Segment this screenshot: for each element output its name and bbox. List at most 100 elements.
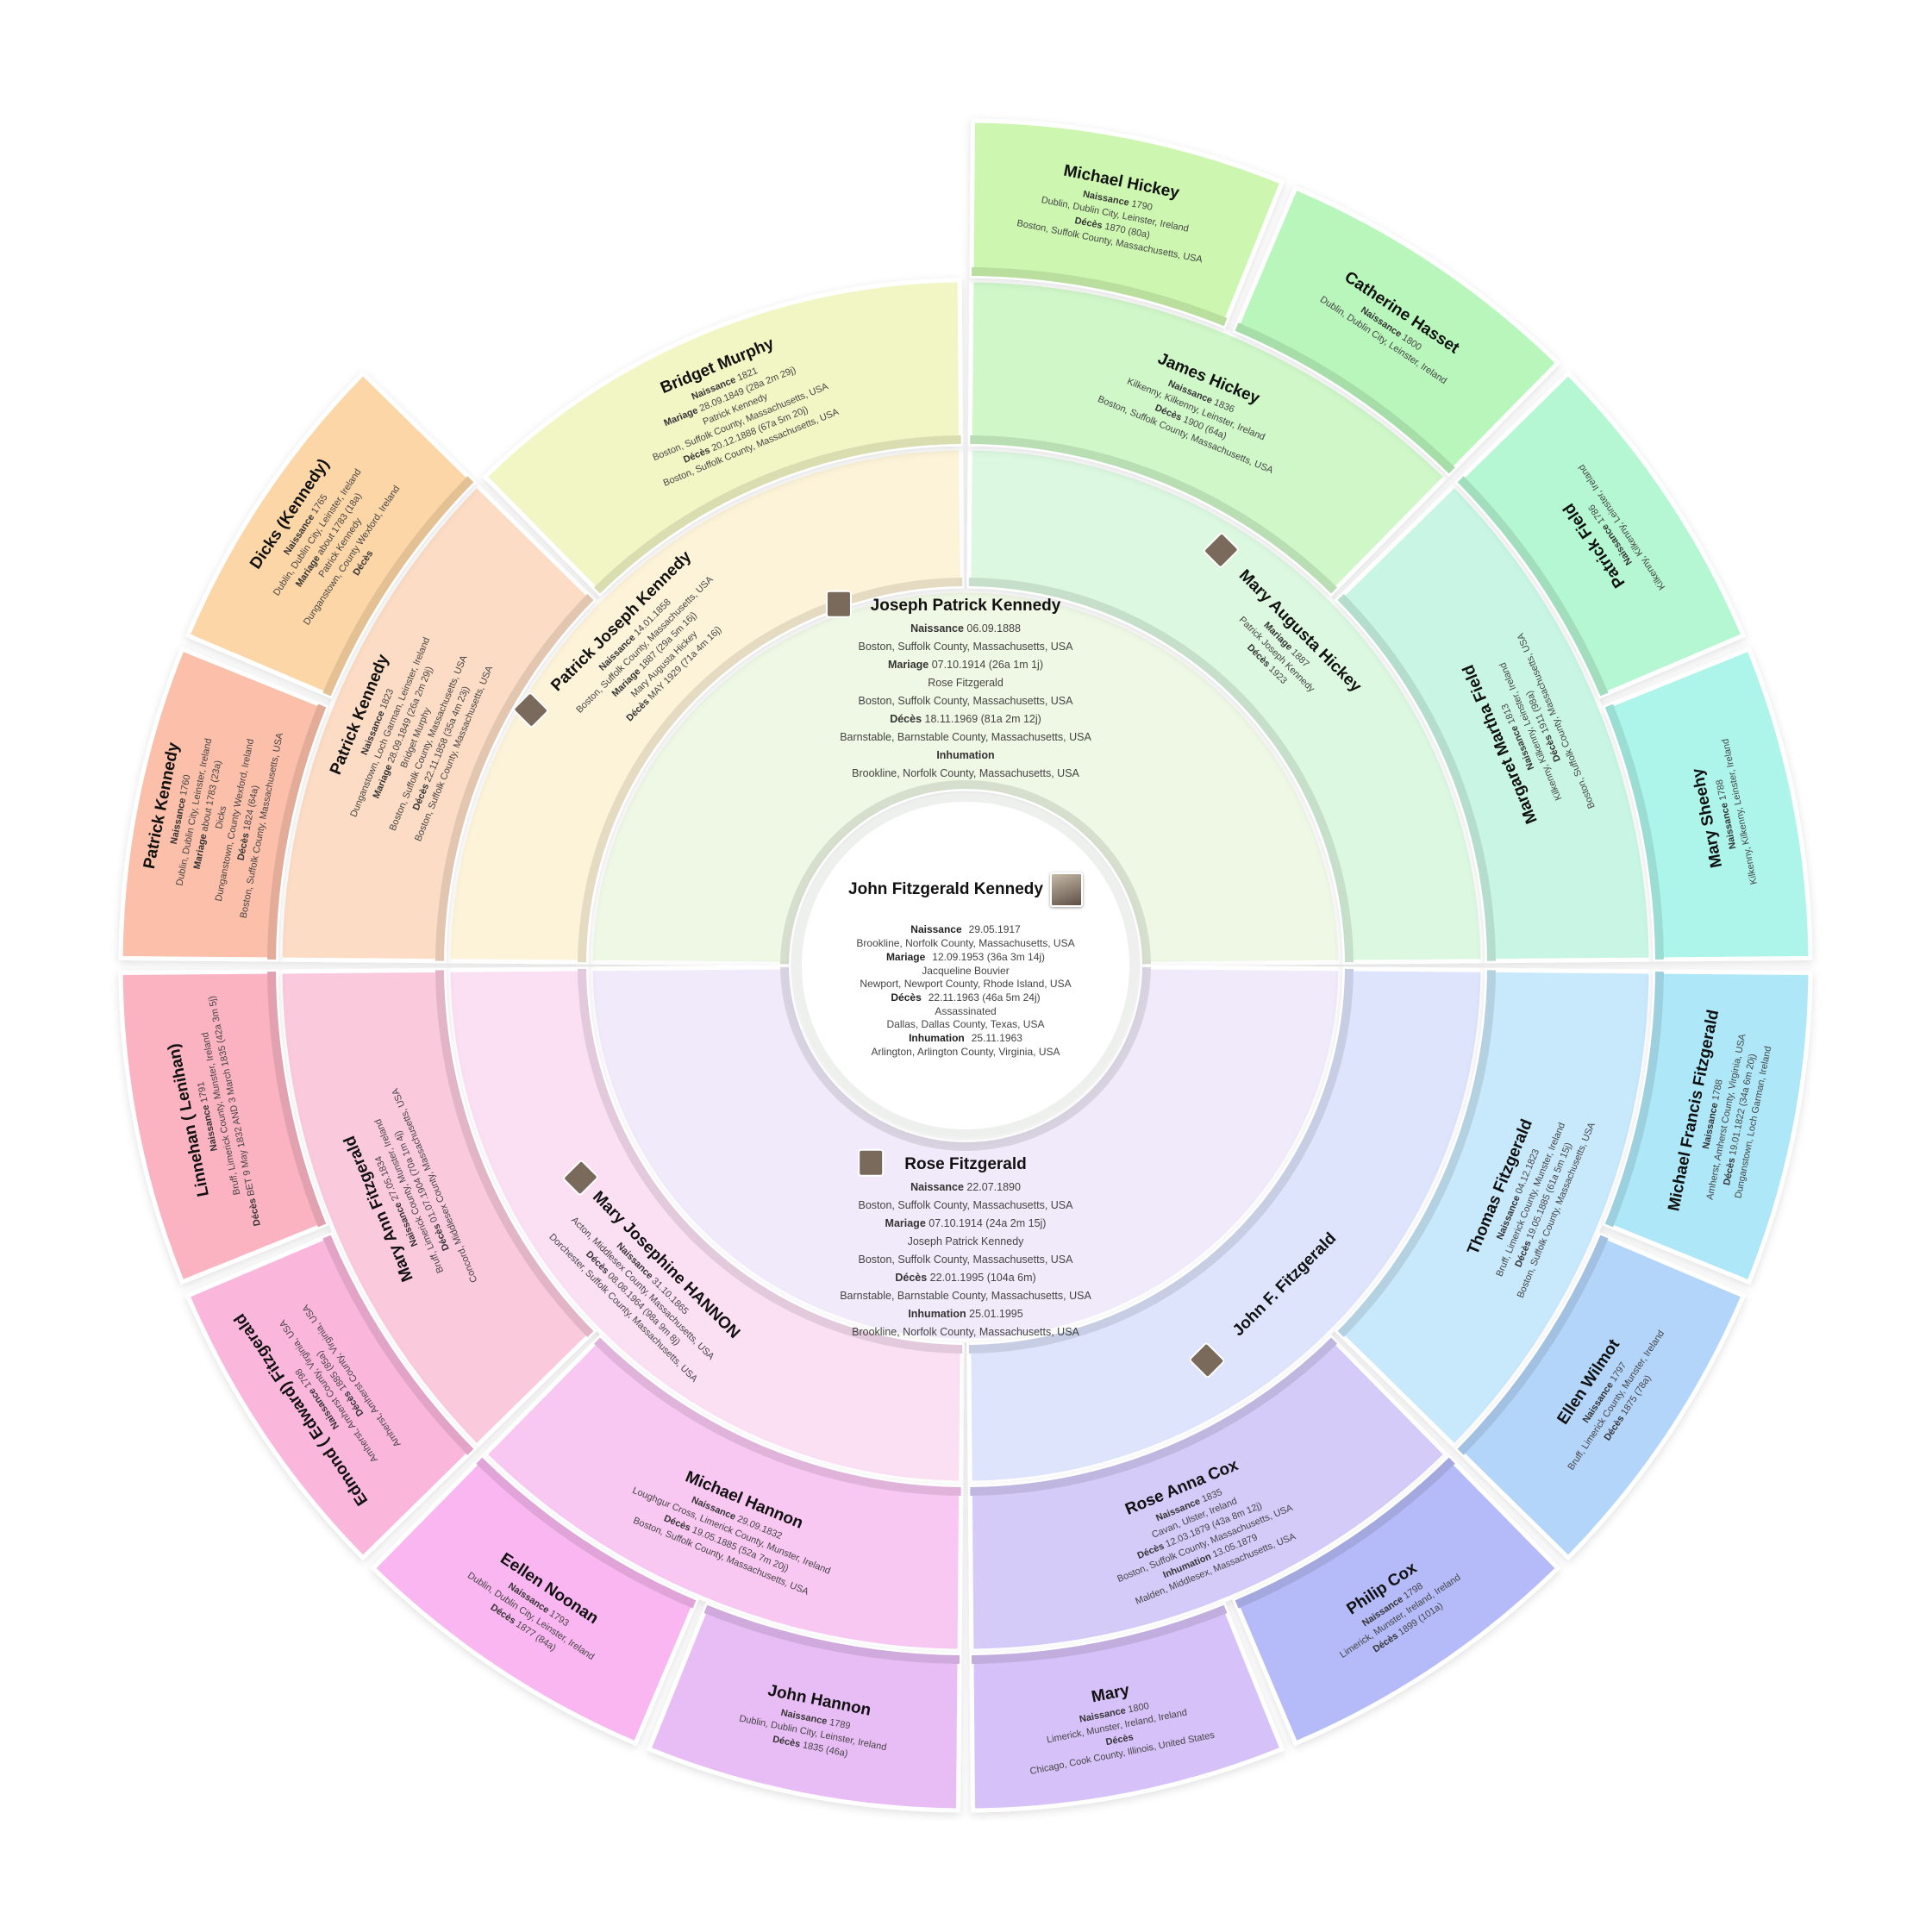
person-detail-line: Dicks — [214, 804, 228, 829]
person-segment[interactable] — [966, 446, 1485, 965]
person-segment[interactable] — [966, 966, 1485, 1485]
event-value: 1789 — [828, 1717, 851, 1732]
person-detail-line: Joseph Patrick Kennedy — [908, 1235, 1025, 1247]
person-segment[interactable] — [967, 1334, 1449, 1654]
segment-accent-band — [971, 1604, 1228, 1664]
segment-accent-band — [1604, 971, 1664, 1228]
portrait-photo-icon — [858, 1148, 885, 1177]
person-event-line: Inhumation 25.01.1995 — [908, 1308, 1022, 1320]
segment-accent-band — [703, 1604, 960, 1664]
person-segment[interactable] — [278, 967, 597, 1449]
segment-accent-band — [1457, 476, 1609, 697]
event-label: Mariage — [888, 659, 932, 671]
segments-layer — [118, 118, 1813, 1813]
event-value: 22.01.1995 (104a 6m) — [930, 1272, 1036, 1284]
person-event-line: Décès 22.01.1995 (104a 6m) — [895, 1272, 1035, 1284]
person-segment[interactable] — [1232, 184, 1561, 477]
event-label: Décès — [895, 1272, 929, 1284]
person-event-line: Mariage 07.10.1914 (26a 1m 1j) — [888, 659, 1043, 671]
segment-accent-band — [267, 703, 327, 960]
person-segment[interactable] — [184, 370, 477, 699]
person-segment[interactable] — [446, 446, 965, 965]
event-value: 22.07.1890 — [966, 1181, 1021, 1193]
segment-accent-band — [1457, 1235, 1609, 1455]
root-person-name: John Fitzgerald Kennedy — [848, 880, 1043, 898]
segment-accent-band — [322, 1235, 474, 1455]
person-segment[interactable] — [184, 1232, 477, 1561]
root-event-value: 29.05.1917 — [968, 923, 1021, 935]
event-label: Naissance — [910, 622, 966, 635]
event-value: 1788 — [1710, 1079, 1725, 1101]
person-detail-line: Brookline, Norfolk County, Massachusetts… — [852, 767, 1079, 779]
root-event-detail: Dallas, Dallas County, Texas, USA — [886, 1018, 1045, 1030]
root-event-detail: Assassinated — [935, 1005, 997, 1017]
person-detail-line: Barnstable, Barnstable County, Massachus… — [840, 731, 1091, 743]
person-event-line: Naissance 22.07.1890 — [910, 1181, 1021, 1193]
event-value: 18.11.1969 (81a 2m 12j) — [925, 713, 1041, 725]
person-segment[interactable] — [967, 278, 1449, 597]
person-event-line: Mariage 07.10.1914 (24a 2m 15j) — [885, 1217, 1047, 1229]
person-name: Rose Fitzgerald — [904, 1155, 1026, 1173]
event-value: 1800 — [1127, 1701, 1149, 1716]
event-label: Mariage — [885, 1217, 929, 1229]
root-event-detail: Arlington, Arlington County, Virginia, U… — [871, 1046, 1060, 1058]
root-event-detail: Brookline, Norfolk County, Massachusetts… — [856, 937, 1075, 949]
person-segment[interactable] — [588, 588, 1343, 966]
root-event-1: Mariage 12.09.1953 (36a 3m 14j) — [856, 951, 1074, 964]
root-person-card[interactable]: John Fitzgerald Kennedy Naissance 29.05.1… — [802, 802, 1129, 1129]
segment-accent-band — [971, 267, 1228, 327]
root-event-0: Naissance 29.05.1917 — [856, 923, 1074, 936]
segment-accent-band — [476, 1457, 697, 1609]
portrait-photo-icon — [563, 1160, 598, 1196]
event-label: Décès — [890, 713, 924, 725]
root-event-label: Décès — [891, 991, 922, 1004]
event-value: 1791 — [196, 1080, 210, 1103]
person-segment[interactable] — [1334, 482, 1654, 964]
event-value: 1788 — [1715, 778, 1729, 801]
person-segment[interactable] — [482, 1334, 964, 1654]
segment-accent-band — [322, 476, 474, 697]
event-label: Inhumation — [936, 749, 994, 761]
person-event-line: Décès 18.11.1969 (81a 2m 12j) — [890, 713, 1041, 725]
person-segment[interactable] — [446, 966, 965, 1485]
segment-accent-band — [267, 971, 327, 1228]
person-segment[interactable] — [1232, 1454, 1561, 1747]
person-detail-line: Brookline, Norfolk County, Massachusetts… — [852, 1326, 1079, 1338]
event-value: 25.01.1995 — [969, 1308, 1023, 1320]
person-name: Joseph Patrick Kennedy — [871, 597, 1061, 615]
person-segment[interactable] — [278, 482, 597, 964]
root-event-detail: Newport, Newport County, Rhode Island, U… — [860, 978, 1072, 990]
person-segment[interactable] — [588, 965, 1343, 1343]
portrait-photo-icon — [1204, 532, 1239, 568]
person-event-line: Naissance 06.09.1888 — [910, 622, 1021, 635]
portrait-photo-icon — [1049, 872, 1083, 907]
event-value: 1790 — [1130, 199, 1153, 214]
event-value: 1760 — [178, 774, 193, 797]
person-detail-line: Boston, Suffolk County, Massachusetts, U… — [859, 695, 1074, 707]
root-event-label: Naissance — [910, 923, 962, 935]
person-event-line: Inhumation — [936, 749, 994, 761]
root-event-label: Mariage — [885, 951, 926, 963]
root-name-row: John Fitzgerald Kennedy — [848, 872, 1083, 907]
event-value: 07.10.1914 (26a 1m 1j) — [932, 659, 1043, 671]
event-value: 07.10.1914 (24a 2m 15j) — [928, 1217, 1046, 1229]
segment-accent-band — [1604, 703, 1664, 960]
event-label: Naissance — [910, 1181, 966, 1193]
person-detail-line: Barnstable, Barnstable County, Massachus… — [840, 1290, 1091, 1302]
segment-accent-band — [1235, 322, 1455, 474]
person-detail-line: Boston, Suffolk County, Massachusetts, U… — [859, 1254, 1074, 1266]
person-segment[interactable] — [1334, 967, 1654, 1449]
root-event-value: 12.09.1953 (36a 3m 14j) — [932, 951, 1046, 963]
person-segment[interactable] — [370, 1454, 699, 1747]
person-segment[interactable] — [1454, 1232, 1747, 1561]
root-event-detail: Jacqueline Bouvier — [922, 965, 1010, 977]
person-segment[interactable] — [1454, 370, 1747, 699]
root-event-label: Inhumation — [909, 1032, 965, 1044]
person-segment[interactable] — [482, 278, 964, 597]
